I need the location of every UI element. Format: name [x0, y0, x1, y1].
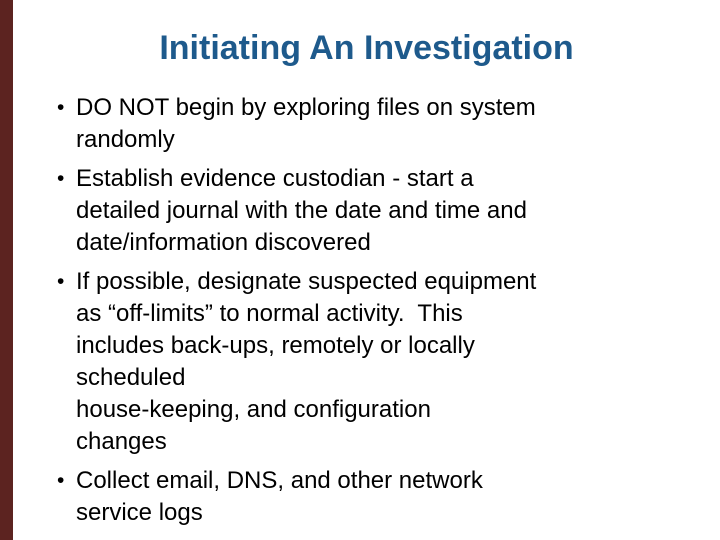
- bullet-line: changes: [76, 428, 167, 455]
- bullet-dot: •: [57, 270, 65, 293]
- bullet-item: • DO NOT begin by exploring files on sys…: [57, 92, 710, 156]
- bullet-lines: Collect email, DNS, and other network se…: [76, 465, 710, 529]
- bullet-dot: •: [57, 167, 65, 190]
- bullet-line: detailed journal with the date and time …: [76, 197, 527, 224]
- bullet-lines: Establish evidence custodian - start a d…: [76, 163, 710, 259]
- bullet-line: house-keeping, and configuration: [76, 396, 431, 423]
- bullet-item: • Establish evidence custodian - start a…: [57, 163, 710, 259]
- bullet-line: randomly: [76, 126, 175, 153]
- bullet-item: • If possible, designate suspected equip…: [57, 266, 710, 458]
- bullet-dot: •: [57, 469, 65, 492]
- bullet-dot: •: [57, 96, 65, 119]
- bullet-item: • Collect email, DNS, and other network …: [57, 465, 710, 529]
- bullet-line: date/information discovered: [76, 229, 371, 256]
- bullet-lines: If possible, designate suspected equipme…: [76, 266, 710, 458]
- bullet-line: If possible, designate suspected equipme…: [76, 268, 537, 295]
- bullet-line: DO NOT begin by exploring files on syste…: [76, 94, 536, 121]
- bullet-line: includes back-ups, remotely or locally: [76, 332, 475, 359]
- bullet-list: • DO NOT begin by exploring files on sys…: [13, 92, 720, 529]
- slide-canvas: Initiating An Investigation • DO NOT beg…: [13, 0, 720, 540]
- bullet-line: Collect email, DNS, and other network: [76, 467, 483, 494]
- slide-left-edge-bar: [0, 0, 13, 540]
- bullet-line: Establish evidence custodian - start a: [76, 165, 474, 192]
- bullet-lines: DO NOT begin by exploring files on syste…: [76, 92, 710, 156]
- bullet-line: service logs: [76, 499, 203, 526]
- bullet-line: scheduled: [76, 364, 186, 391]
- slide-title: Initiating An Investigation: [159, 29, 574, 67]
- bullet-line: as “off-limits” to normal activity. This: [76, 300, 463, 327]
